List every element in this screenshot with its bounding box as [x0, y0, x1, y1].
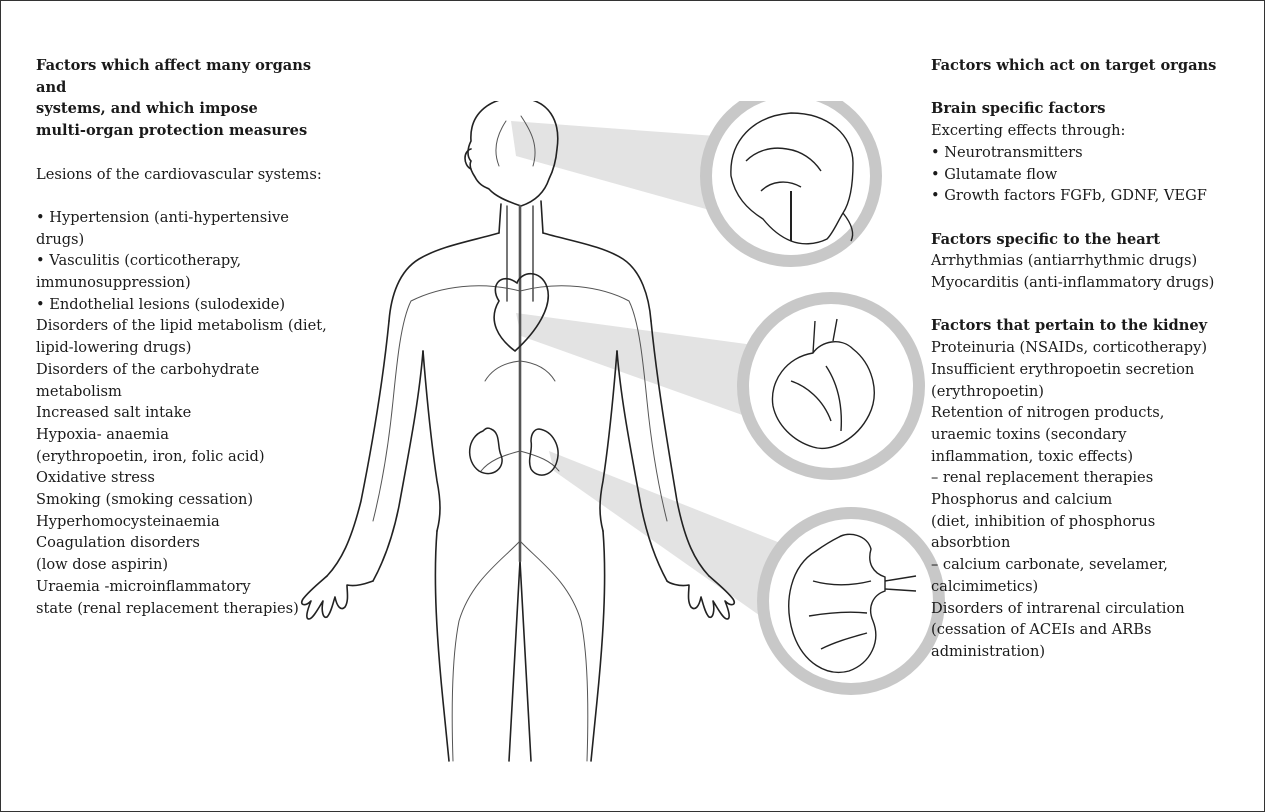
- heart-line: Arrhythmias (antiarrhythmic drugs): [931, 250, 1261, 272]
- brain-line: • Glutamate flow: [931, 164, 1261, 186]
- kidney-line: Proteinuria (NSAIDs, corticotherapy): [931, 337, 1261, 359]
- kidney-line: inflammation, toxic effects): [931, 446, 1261, 468]
- heart-line: Myocarditis (anti-inflammatory drugs): [931, 272, 1261, 294]
- left-heading-line-1: Factors which affect many organs and: [36, 55, 336, 98]
- kidney-line: calcimimetics): [931, 576, 1261, 598]
- vascular-network: [373, 116, 667, 761]
- human-body-illustration: [302, 101, 735, 761]
- brain-line: • Neurotransmitters: [931, 142, 1261, 164]
- kidney-line: Disorders of intrarenal circulation: [931, 598, 1261, 620]
- kidney-line: uraemic toxins (secondary: [931, 424, 1261, 446]
- kidney-section-heading: Factors that pertain to the kidney: [931, 315, 1261, 337]
- kidney-line: – renal replacement therapies: [931, 467, 1261, 489]
- brain-line: Excerting effects through:: [931, 120, 1261, 142]
- brain-zoom-icon: [706, 101, 876, 261]
- brain-section-heading: Brain specific factors: [931, 98, 1261, 120]
- kidney-line: Phosphorus and calcium: [931, 489, 1261, 511]
- kidney-line: (cessation of ACEIs and ARBs: [931, 619, 1261, 641]
- right-text-column: Factors which act on target organs Brain…: [931, 55, 1261, 663]
- kidney-zoom-icon: [763, 513, 939, 689]
- kidney-line: administration): [931, 641, 1261, 663]
- heart-zoom-icon: [743, 298, 919, 474]
- kidney-line: Insufficient erythropoetin secretion: [931, 359, 1261, 381]
- kidney-line: absorbtion: [931, 532, 1261, 554]
- anatomy-figure: [271, 101, 991, 781]
- brain-connector-band: [511, 121, 731, 216]
- right-heading: Factors which act on target organs: [931, 55, 1261, 77]
- brain-line: • Growth factors FGFb, GDNF, VEGF: [931, 185, 1261, 207]
- heart-section-heading: Factors specific to the heart: [931, 229, 1261, 251]
- left-kidney-organ: [470, 428, 502, 473]
- kidney-line: (diet, inhibition of phosphorus: [931, 511, 1261, 533]
- kidney-line: – calcium carbonate, sevelamer,: [931, 554, 1261, 576]
- right-kidney-organ: [530, 429, 558, 475]
- kidney-line: Retention of nitrogen products,: [931, 402, 1261, 424]
- kidney-line: (erythropoetin): [931, 381, 1261, 403]
